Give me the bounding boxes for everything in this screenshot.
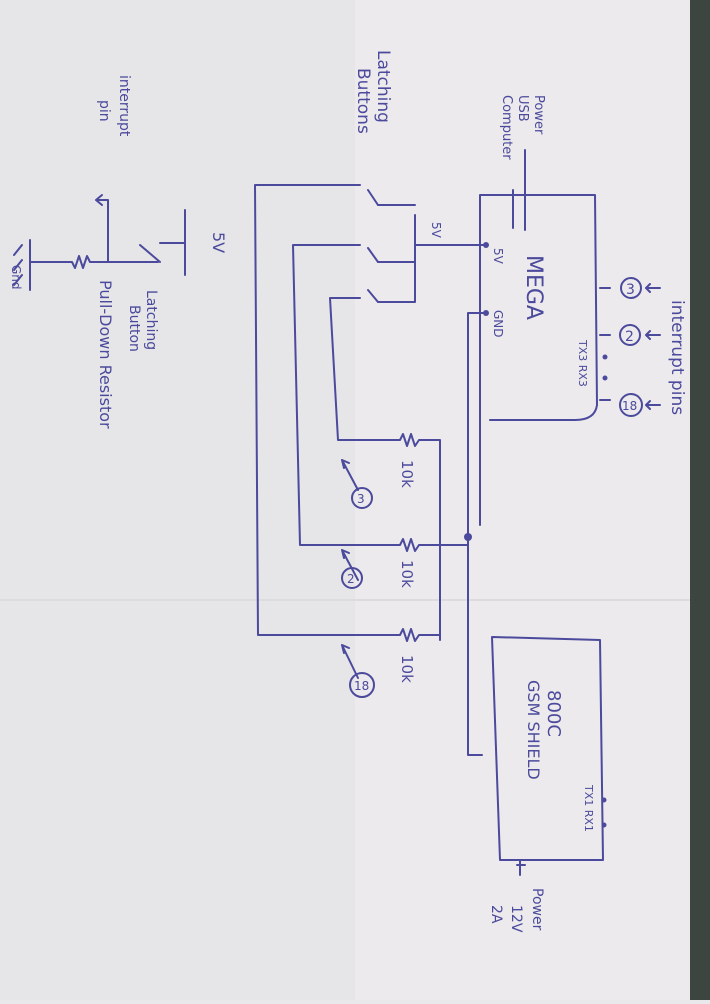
pin-3-marker: 3 [620, 277, 642, 299]
svg-text:2: 2 [625, 329, 634, 345]
svg-text:2: 2 [347, 572, 355, 586]
svg-text:18: 18 [622, 399, 637, 413]
paper-shade [0, 0, 355, 1000]
gsm-power-label: Power [529, 888, 545, 931]
svg-text:18: 18 [354, 679, 369, 693]
gsm-name-label: GSM SHIELD [524, 680, 543, 780]
pull-down-detail: 5V interrupt pin Latching Button Pull-Do… [9, 75, 228, 429]
mega-gnd-pin-label: GND [491, 310, 505, 338]
arrow-icon [645, 283, 661, 410]
power-label: Power [531, 95, 546, 135]
ground-label: Gnd [9, 265, 23, 290]
detail-pin-label: pin [96, 100, 112, 122]
gsm-shield: 800C GSM SHIELD TX1 RX1 [491, 636, 607, 876]
mega-label: MEGA [521, 255, 546, 320]
latching-label: Latching [373, 50, 393, 123]
computer-label: Computer [499, 95, 514, 160]
gsm-model-label: 800C [543, 690, 564, 737]
svg-text:3: 3 [626, 282, 635, 298]
tx3-rx3-label: TX3 RX3 [576, 339, 589, 387]
gsm-current-label: 2A [488, 905, 504, 924]
button-circuit: 3 2 18 10k 10k 10k [254, 184, 487, 756]
pin-18-marker: 18 [619, 393, 643, 417]
usb-label: USB [515, 95, 530, 122]
ground-icon [13, 244, 23, 286]
gsm-voltage-label: 12V [508, 905, 524, 933]
detail-latching-label: Latching [143, 290, 159, 350]
svg-text:3: 3 [357, 492, 365, 506]
table-edge [690, 0, 710, 1000]
mega-5v-pin-label: 5V [491, 248, 505, 265]
buttons-label: Buttons [353, 68, 373, 134]
rail-5v-label: 5V [429, 222, 443, 239]
interrupt-pins-label: interrupt pins [667, 300, 687, 415]
resistor-3-value: 10k [398, 460, 416, 488]
detail-interrupt-label: interrupt [116, 75, 132, 137]
tx1-rx1-label: TX1 RX1 [582, 784, 595, 832]
resistor-2-value: 10k [398, 560, 416, 588]
detail-5v-label: 5V [209, 232, 228, 253]
usb-power-wire [512, 149, 526, 231]
pull-down-resistor-label: Pull-Down Resistor [96, 280, 115, 429]
detail-button-label: Button [126, 305, 142, 352]
pin-2-marker: 2 [619, 324, 641, 346]
resistor-18-value: 10k [398, 655, 416, 683]
